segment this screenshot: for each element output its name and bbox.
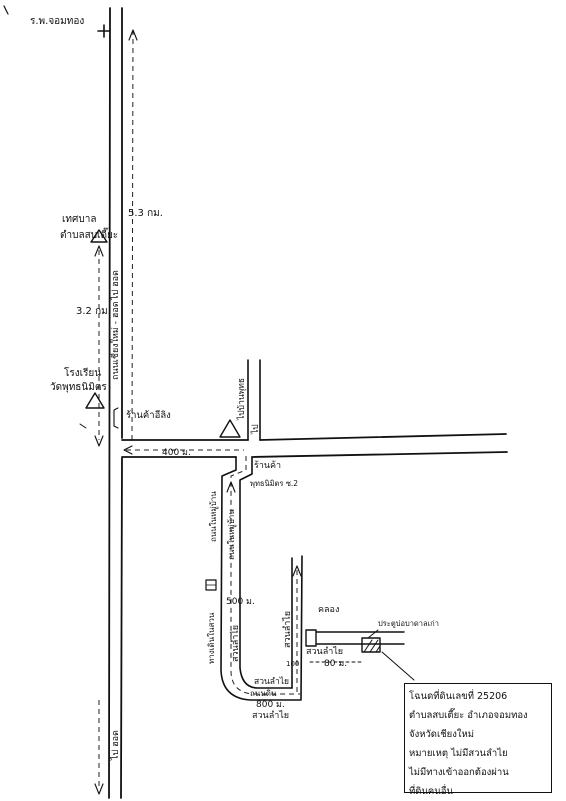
temple-triangle-icon [85, 392, 105, 409]
horizontal-road [121, 433, 508, 458]
parcel-pointer [381, 651, 415, 681]
note-line-5: ไม่มีทางเข้าออกต้องผ่าน [409, 767, 509, 778]
land-parcel [361, 637, 381, 653]
temple-label-1: โรงเรียน [64, 366, 101, 379]
shop-label: ร้านค้า [254, 460, 281, 471]
distance-400-label: 400 ม. [162, 448, 191, 458]
longan-garden-label-4: สวนลำไย [254, 676, 289, 687]
distance-3-2-label: 3.2 กม. [76, 306, 111, 317]
canal-line [315, 631, 405, 645]
note-line-2: ตำบลสบเตี๊ยะ อำเภอจอมทอง [409, 710, 528, 721]
distance-500-label: 500 ม. [226, 597, 255, 607]
arrow-up-soi [226, 481, 236, 493]
soi-marker-label: พุทธนิมิตร ซ.2 [250, 479, 298, 488]
note-line-6: ที่ดินคนอื่น [409, 786, 453, 797]
municipality-triangle-icon [90, 229, 108, 243]
lane-right [291, 555, 303, 701]
hospital-cross-icon [97, 24, 111, 38]
canal-label: คลอง [318, 605, 339, 615]
side-road-label: ไปบ้านพุทธ [236, 378, 247, 421]
intersection-shop-label: ร้านค้าอีลิง [126, 409, 171, 421]
arrow-left-horizontal [123, 445, 133, 455]
village-road-label-1: ถนนในหมู่บ้าน [209, 491, 219, 542]
corner-mark [3, 5, 9, 15]
distance-5-3-label: 5.3 กม. [128, 208, 163, 219]
note-line-3: จังหวัดเชียงใหม่ [409, 729, 475, 740]
distance-80-label: 80 ม. [324, 659, 347, 669]
hospital-label: ร.พ.จอมทอง [30, 16, 84, 27]
canal-box [305, 629, 317, 647]
village-road-label-2: ถนนในหมู่บ้าน [227, 509, 237, 560]
distance-800-label: 800 ม. [256, 700, 285, 710]
longan-garden-label-5: สวนลำไย [252, 710, 289, 721]
distance-100-label: 100 [286, 660, 299, 668]
temple-label-2: วัดพุทธนิมิตร [50, 382, 107, 393]
arrow-up-lane [292, 565, 302, 577]
dirt-road-label: ถนนดิน [250, 689, 277, 698]
land-deed-note: โฉนดที่ดินเลขที่ 25206 ตำบลสบเตี๊ยะ อำเภ… [404, 683, 552, 797]
longan-garden-label-2: สวนลำไย [282, 611, 293, 648]
gate-pointer [367, 629, 379, 639]
gate-label: ประตูบ่อบาดาลเก่า [378, 619, 439, 628]
note-line-1: โฉนดที่ดินเลขที่ 25206 [409, 691, 508, 702]
route-dash-up [131, 29, 134, 441]
n-mark-label: ไป [250, 424, 261, 435]
longan-garden-label-3: สวนลำไย [306, 646, 343, 657]
arrow-up-top [128, 29, 138, 41]
soi-road [220, 456, 301, 701]
landmark-triangle-icon [219, 419, 241, 438]
arrow-up-left [94, 245, 104, 257]
municipality-label-1: เทศบาล [62, 214, 96, 225]
top-direction-label: ไป ฮอด [110, 270, 121, 301]
note-line-4: หมายเหตุ ไม่มีสวนลำไย [409, 748, 508, 759]
bottom-direction-label: ไป ฮอด [110, 730, 121, 761]
arrow-down-bottom [94, 783, 104, 795]
side-road-north [247, 359, 261, 441]
arrow-down-left [94, 435, 104, 447]
longan-garden-label-1: สวนลำไย [230, 625, 241, 662]
route-dash-soi [230, 456, 300, 695]
municipality-label-2: ตำบลสบเตี๊ยะ [60, 227, 118, 241]
main-road-label: ถนนเชียงใหม่ - ฮอด [110, 301, 121, 380]
garden-path-label: ทางเดินในสวน [207, 612, 216, 664]
main-highway [108, 7, 123, 799]
